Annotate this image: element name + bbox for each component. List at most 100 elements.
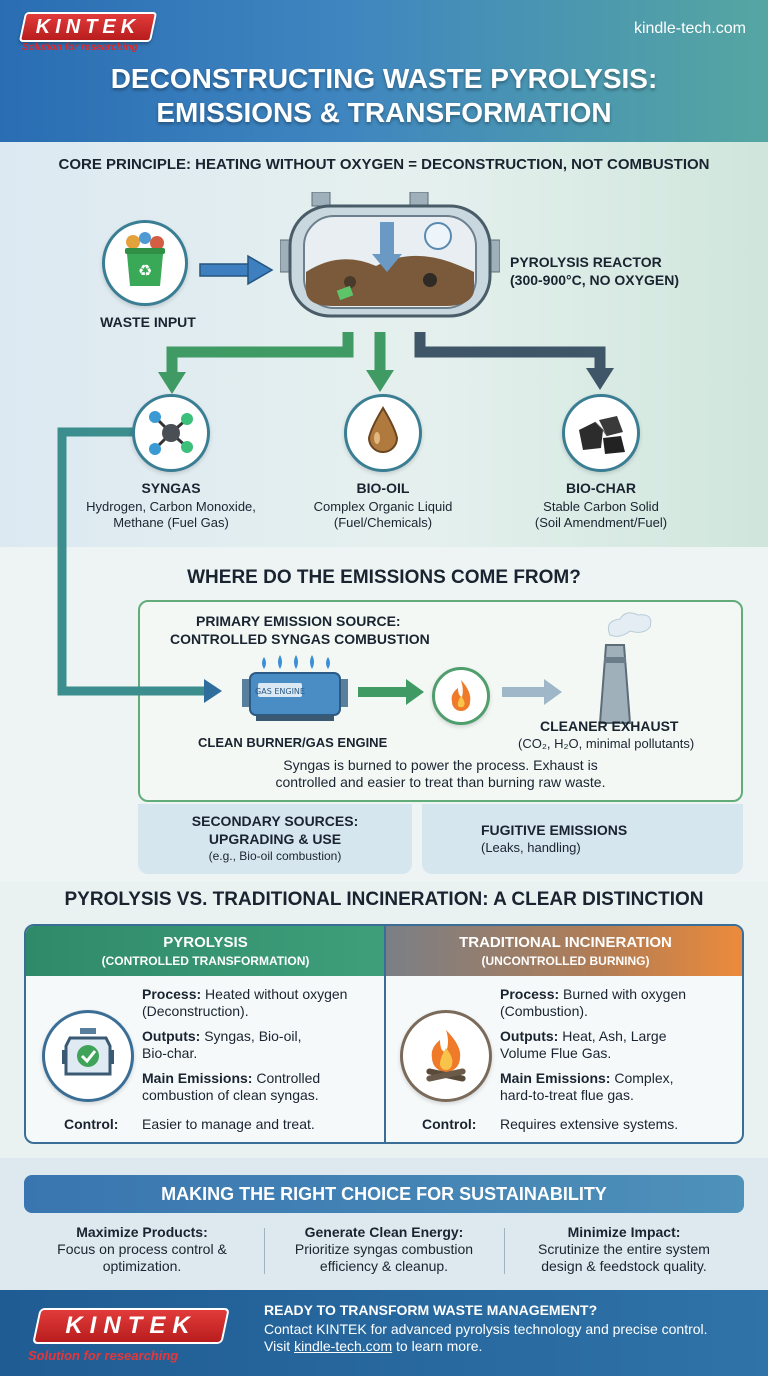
- secondary-title-2: UPGRADING & USE: [208, 831, 342, 847]
- choice-col-1: Maximize Products: Focus on process cont…: [22, 1224, 262, 1275]
- choice-col-1-title: Maximize Products:: [76, 1224, 208, 1240]
- left-emissions: Main Emissions: Controlled combustion of…: [142, 1070, 378, 1104]
- choice-col-3-line1: Scrutinize the entire system: [538, 1241, 710, 1257]
- gas-engine-icon: GAS ENGINE: [242, 655, 348, 721]
- biooil-label: BIO-OIL: [356, 480, 410, 496]
- right-emissions: Main Emissions: Complex, hard-to-treat f…: [500, 1070, 736, 1104]
- right-control-key: Control:: [422, 1116, 477, 1132]
- footer-text: Contact KINTEK for advanced pyrolysis te…: [264, 1321, 754, 1355]
- flame-icon: [451, 680, 471, 711]
- waste-to-reactor-arrow: [199, 263, 251, 277]
- left-process: Process: Heated without oxygen (Deconstr…: [142, 986, 378, 1020]
- left-outputs-key: Outputs:: [142, 1028, 201, 1044]
- footer-cta: READY TO TRANSFORM WASTE MANAGEMENT?: [264, 1302, 598, 1318]
- molecule-icon: [149, 411, 193, 455]
- right-emis-key: Main Emissions:: [500, 1070, 611, 1086]
- arrow-to-syngas: [166, 332, 354, 378]
- right-outputs-key: Outputs:: [500, 1028, 559, 1044]
- right-outputs-val2: Volume Flue Gas.: [500, 1045, 612, 1061]
- comparison-divider: [384, 926, 386, 1142]
- title-line-1: DECONSTRUCTING WASTE PYROLYSIS:: [110, 63, 658, 94]
- secondary-box: [138, 804, 412, 874]
- primary-note-2: controlled and easier to treat than burn…: [275, 774, 606, 790]
- right-control-val: Requires extensive systems.: [500, 1116, 679, 1132]
- left-outputs-val2: Bio-char.: [142, 1045, 198, 1061]
- primary-title-1: PRIMARY EMISSION SOURCE:: [196, 613, 401, 629]
- left-control-key: Control:: [64, 1116, 119, 1132]
- left-emis-val2: combustion of clean syngas.: [142, 1087, 319, 1103]
- left-process-key: Process:: [142, 986, 202, 1002]
- choice-col-2: Generate Clean Energy: Prioritize syngas…: [264, 1224, 504, 1275]
- footer-logo-text: KINTEK: [65, 1312, 197, 1339]
- biochar-label: BIO-CHAR: [566, 480, 636, 496]
- oil-drop-icon: [367, 406, 399, 453]
- left-outputs-val1: Syngas, Bio-oil,: [200, 1028, 302, 1044]
- svg-text:♻: ♻: [138, 261, 152, 280]
- footer-line-2-post: to learn more.: [392, 1338, 483, 1354]
- title-line-2: EMISSIONS & TRANSFORMATION: [156, 97, 612, 128]
- logo-text: KINTEK: [35, 16, 141, 38]
- pyrolysis-header-title: PYROLYSIS: [163, 934, 248, 951]
- left-emis-val1: Controlled: [252, 1070, 321, 1086]
- flow-arrows: [57, 254, 614, 547]
- choice-separator-2: [504, 1228, 505, 1274]
- incineration-header-title: TRADITIONAL INCINERATION: [459, 934, 672, 951]
- biooil-desc-1: Complex Organic Liquid: [313, 499, 453, 514]
- pyrolysis-header-sub: (CONTROLLED TRANSFORMATION): [101, 954, 310, 968]
- emissions-title: WHERE DO THE EMISSIONS COME FROM?: [187, 567, 581, 588]
- syngas-desc-1: Hydrogen, Carbon Monoxide,: [86, 499, 256, 514]
- choice-col-3-title: Minimize Impact:: [567, 1224, 681, 1240]
- biochar-desc-2: (Soil Amendment/Fuel): [534, 515, 668, 530]
- charcoal-icon: [579, 416, 625, 454]
- exhaust-desc: (CO₂, H₂O, minimal pollutants): [518, 736, 695, 751]
- choice-col-1-line2: optimization.: [102, 1258, 182, 1274]
- choice-section: MAKING THE RIGHT CHOICE FOR SUSTAINABILI…: [0, 1158, 768, 1290]
- syngas-desc-2: Methane (Fuel Gas): [113, 515, 229, 530]
- footer-line-2-pre: Visit: [264, 1338, 295, 1354]
- footer-site-link[interactable]: kindle-tech.com: [294, 1338, 393, 1354]
- incineration-header: TRADITIONAL INCINERATION (UNCONTROLLED B…: [385, 926, 742, 976]
- incineration-header-sub: (UNCONTROLLED BURNING): [481, 954, 650, 968]
- right-emis-val1: Complex,: [610, 1070, 674, 1086]
- secondary-title-1: SECONDARY SOURCES:: [191, 813, 359, 829]
- emissions-section: WHERE DO THE EMISSIONS COME FROM? PRIMAR…: [0, 547, 768, 882]
- primary-title-2: CONTROLLED SYNGAS COMBUSTION: [170, 631, 430, 647]
- choice-title: MAKING THE RIGHT CHOICE FOR SUSTAINABILI…: [24, 1175, 744, 1213]
- emission-flow: [57, 547, 562, 705]
- biochar-desc-1: Stable Carbon Solid: [543, 499, 659, 514]
- footer: KINTEK Solution for researching READY TO…: [0, 1290, 768, 1376]
- fugitive-title: FUGITIVE EMISSIONS: [481, 822, 628, 838]
- right-process-val2: (Combustion).: [500, 1003, 588, 1019]
- left-control-val: Easier to manage and treat.: [142, 1116, 315, 1132]
- logo-tagline: Solution for researching: [22, 42, 138, 53]
- reactor-label-1: PYROLYSIS REACTOR: [510, 254, 662, 270]
- footer-logo-tagline: Solution for researching: [28, 1348, 179, 1363]
- waste-input-label: WASTE INPUT: [100, 314, 196, 330]
- shield-check-icon: [62, 1028, 114, 1076]
- choice-col-2-line1: Prioritize syngas combustion: [294, 1241, 474, 1257]
- syngas-label: SYNGAS: [141, 480, 201, 496]
- core-section: CORE PRINCIPLE: HEATING WITHOUT OXYGEN =…: [0, 142, 768, 547]
- right-emis-val2: hard-to-treat flue gas.: [500, 1087, 634, 1103]
- choice-col-1-line1: Focus on process control &: [57, 1241, 227, 1257]
- engine-plate: GAS ENGINE: [255, 687, 305, 696]
- site-link[interactable]: kindle-tech.com: [633, 20, 746, 37]
- left-process-val2: (Deconstruction).: [142, 1003, 249, 1019]
- right-process: Process: Burned with oxygen (Combustion)…: [500, 986, 736, 1020]
- core-title: CORE PRINCIPLE: HEATING WITHOUT OXYGEN =…: [58, 156, 710, 173]
- choice-col-2-title: Generate Clean Energy:: [304, 1224, 464, 1240]
- right-outputs: Outputs: Heat, Ash, Large Volume Flue Ga…: [500, 1028, 736, 1062]
- burner-label: CLEAN BURNER/GAS ENGINE: [198, 735, 388, 750]
- comparison-title: PYROLYSIS VS. TRADITIONAL INCINERATION: …: [64, 889, 704, 910]
- right-outputs-val1: Heat, Ash, Large: [558, 1028, 667, 1044]
- chimney-icon: [598, 612, 652, 724]
- choice-separator-1: [264, 1228, 265, 1274]
- fugitive-desc: (Leaks, handling): [481, 840, 581, 855]
- choice-col-2-line2: efficiency & cleanup.: [319, 1258, 449, 1274]
- choice-col-3: Minimize Impact: Scrutinize the entire s…: [504, 1224, 744, 1275]
- arrow-to-biochar: [414, 332, 606, 372]
- right-process-key: Process:: [500, 986, 560, 1002]
- biooil-desc-2: (Fuel/Chemicals): [333, 515, 433, 530]
- exhaust-label: CLEANER EXHAUST: [540, 718, 679, 734]
